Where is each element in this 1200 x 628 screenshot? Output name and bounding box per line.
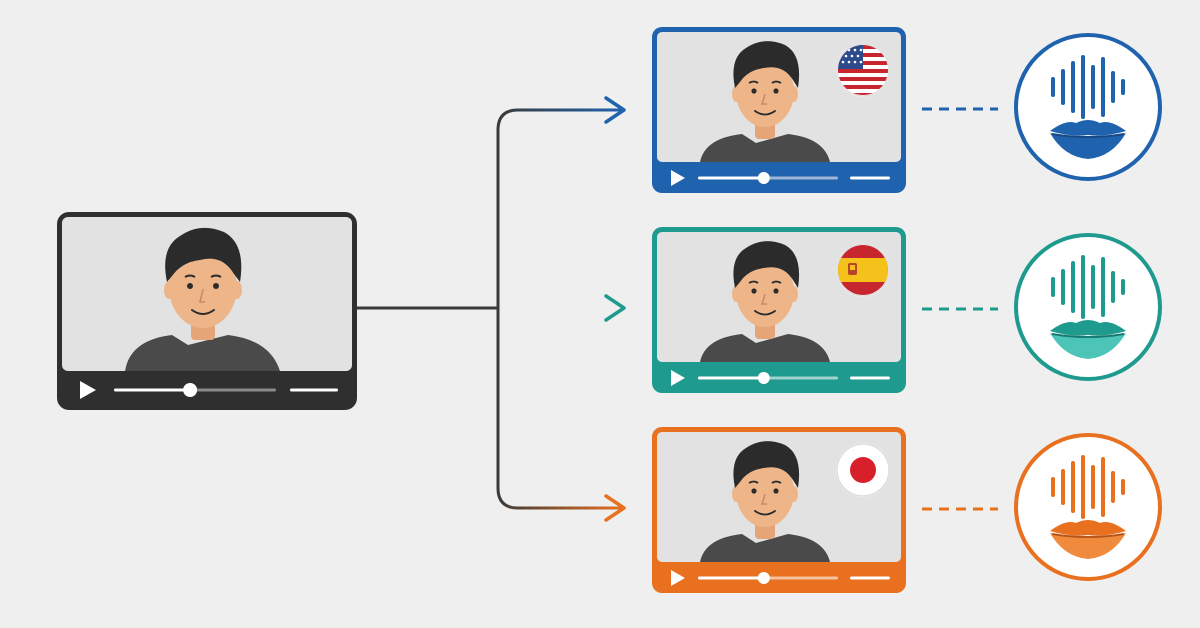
volume-bar[interactable] [850, 376, 890, 380]
connector-lines [357, 96, 626, 522]
voice-badge-japanese [1014, 433, 1162, 581]
source-video-player [57, 212, 357, 410]
volume-bar[interactable] [850, 176, 890, 180]
voice-badge-spanish [1014, 233, 1162, 381]
person-avatar [700, 41, 830, 162]
lips-icon [1050, 120, 1126, 159]
soundwave-icon [1051, 455, 1125, 519]
connector-to-japanese [496, 308, 622, 510]
person-avatar [125, 227, 280, 371]
play-icon[interactable] [671, 170, 685, 186]
connector-to-english [496, 108, 622, 308]
arrowhead-japanese [604, 494, 626, 522]
spain-flag-icon [836, 243, 890, 297]
arrowhead-spanish [604, 294, 626, 322]
progress-bar[interactable] [698, 172, 838, 184]
lips-icon [1050, 320, 1126, 359]
progress-bar[interactable] [698, 572, 838, 584]
volume-bar[interactable] [290, 388, 338, 392]
progress-bar[interactable] [698, 372, 838, 384]
japan-flag-icon [836, 443, 890, 497]
voice-badge-english [1014, 33, 1162, 181]
video-player-spanish [652, 227, 906, 393]
lips-icon [1050, 520, 1126, 559]
arrowhead-english [604, 96, 626, 124]
play-icon[interactable] [671, 370, 685, 386]
play-icon[interactable] [80, 381, 96, 399]
video-player-japanese [652, 427, 906, 593]
person-avatar [700, 441, 830, 562]
person-avatar [700, 241, 830, 362]
video-player-english [652, 27, 906, 193]
progress-bar[interactable] [114, 383, 276, 397]
usa-flag-icon [836, 43, 890, 97]
soundwave-icon [1051, 255, 1125, 319]
dashed-links [922, 107, 998, 511]
soundwave-icon [1051, 55, 1125, 119]
play-icon[interactable] [671, 570, 685, 586]
volume-bar[interactable] [850, 576, 890, 580]
